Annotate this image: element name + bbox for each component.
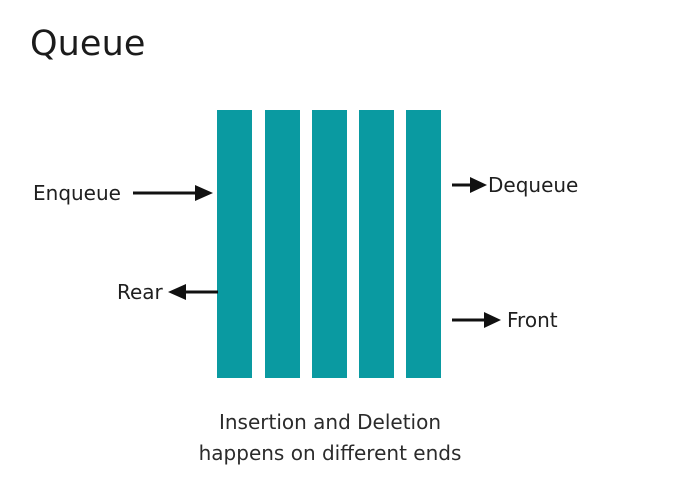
queue-bar-3 [312,110,347,378]
caption: Insertion and Deletion happens on differ… [180,407,480,469]
enqueue-label: Enqueue [33,181,121,205]
queue-bar-5 [406,110,441,378]
front-label: Front [507,308,558,332]
dequeue-arrow-icon [452,175,488,195]
queue-bar-2 [265,110,300,378]
queue-bars-group [217,110,441,378]
rear-label: Rear [117,280,163,304]
enqueue-arrow-icon [133,183,215,203]
queue-bar-4 [359,110,394,378]
front-arrow-icon [452,310,502,330]
queue-bar-1 [217,110,252,378]
dequeue-label: Dequeue [488,173,579,197]
caption-line-2: happens on different ends [198,441,462,465]
rear-arrow-icon [168,282,218,302]
page-title: Queue [30,24,146,64]
caption-line-1: Insertion and Deletion [218,410,442,434]
